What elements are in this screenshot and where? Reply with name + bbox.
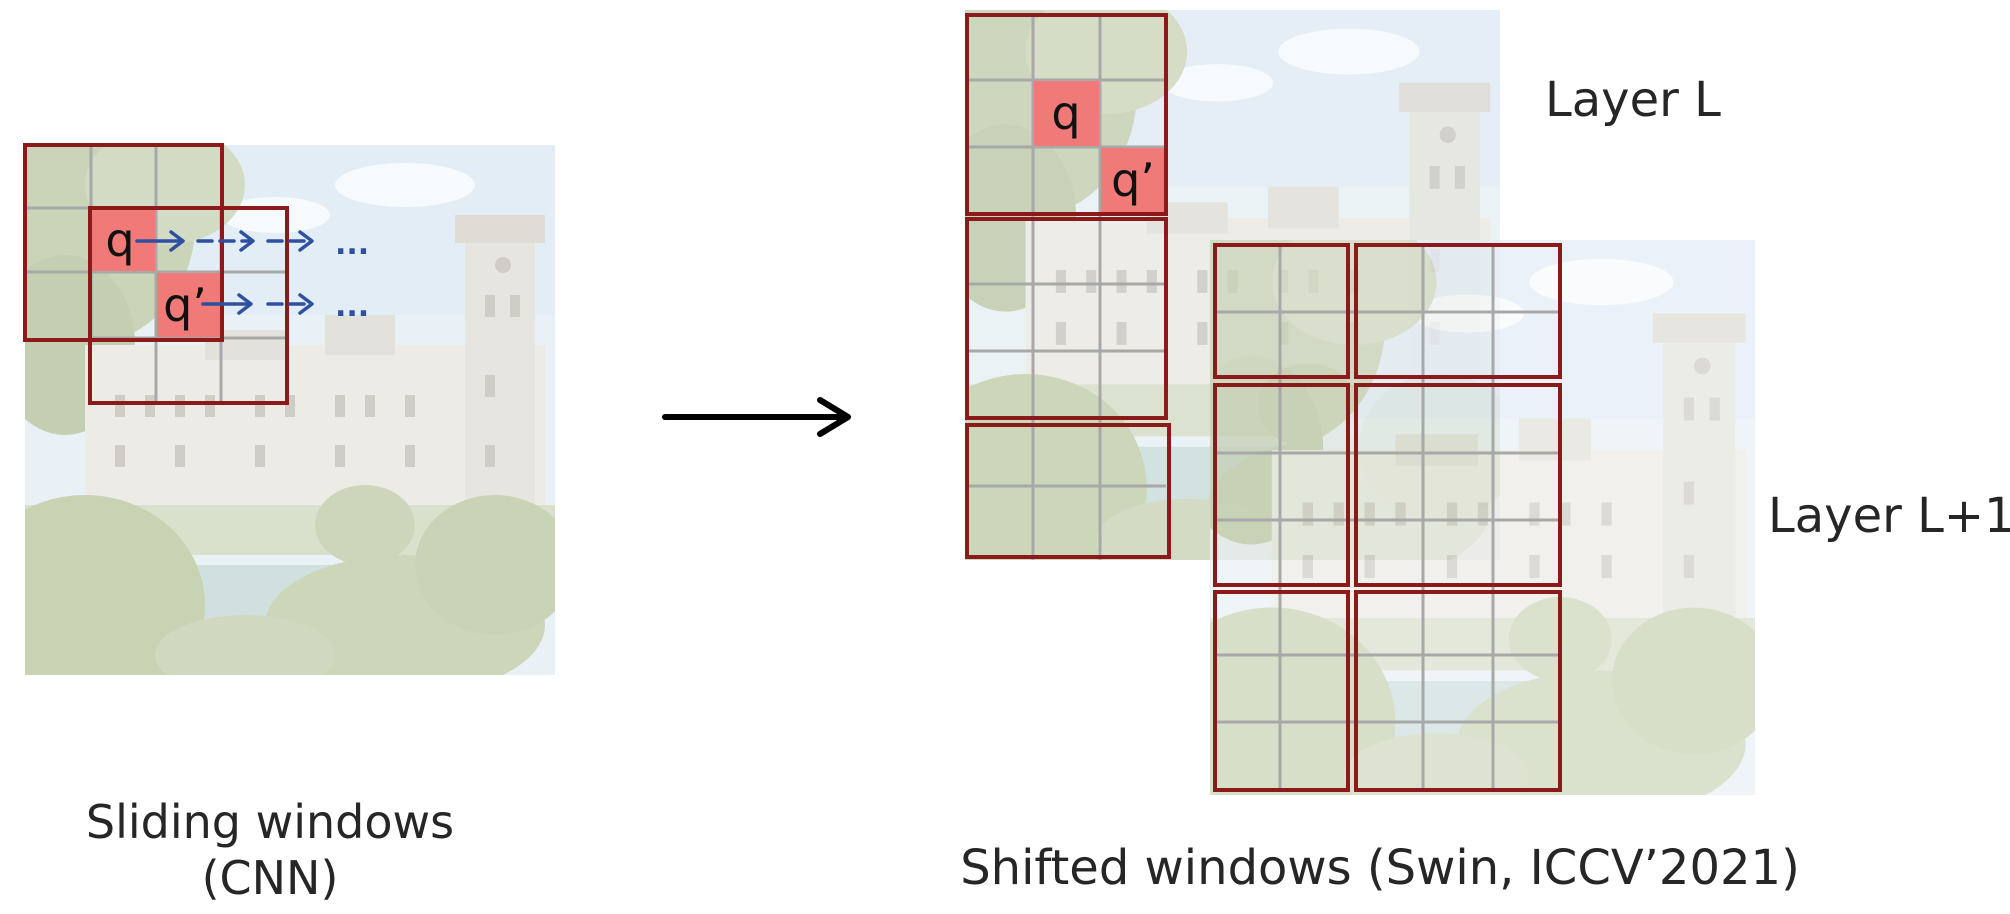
sliding-window-2 — [88, 206, 289, 405]
ellipsis-row1: ... — [335, 227, 369, 262]
slide-arrows-row1 — [135, 230, 314, 252]
layer-l1-patch-grid — [1215, 245, 1560, 790]
caption-sliding-line2: (CNN) — [202, 851, 339, 905]
layer-l1-window-top-right — [1354, 243, 1562, 379]
layer-l-patch-grid — [967, 15, 1166, 560]
ellipsis-row2: ... — [335, 289, 369, 324]
transition-arrow — [662, 397, 851, 437]
layer-l-window-bottom — [965, 423, 1171, 559]
sliding-windows-panel: q q’ ... ... Sliding windows (CNN) — [23, 143, 555, 905]
layer-l1-window-bottom-left — [1213, 590, 1350, 792]
query-prime-label-right: q’ — [1111, 153, 1155, 207]
layer-l-window-top — [965, 13, 1168, 216]
query-patch-q-prime-right: q’ — [1101, 148, 1165, 212]
background-image-left — [25, 145, 555, 675]
query-label-right: q — [1051, 86, 1080, 140]
layer-l1-window-mid-left — [1213, 383, 1350, 587]
query-patch-q-prime: q’ — [157, 273, 220, 337]
query-label-left: q — [105, 213, 134, 267]
layer-l1-window-top-left — [1213, 243, 1350, 379]
layer-l-label: Layer L — [1545, 72, 1721, 128]
caption-sliding-line1: Sliding windows — [86, 795, 454, 849]
layer-l1-window-mid-right — [1354, 383, 1562, 587]
query-patch-q-right: q — [1034, 81, 1099, 146]
slide-arrows-row2 — [201, 293, 314, 315]
shifted-windows-panel: q q’ Layer L — [960, 10, 2010, 896]
layer-l1-image — [1210, 240, 1755, 795]
caption-shifted: Shifted windows (Swin, ICCV’2021) — [960, 840, 1800, 896]
layer-l1-window-bottom-right — [1354, 590, 1562, 792]
layer-l-window-middle — [965, 217, 1168, 420]
layer-l1-label: Layer L+1 — [1768, 488, 2010, 544]
query-prime-label-left: q’ — [163, 278, 207, 332]
